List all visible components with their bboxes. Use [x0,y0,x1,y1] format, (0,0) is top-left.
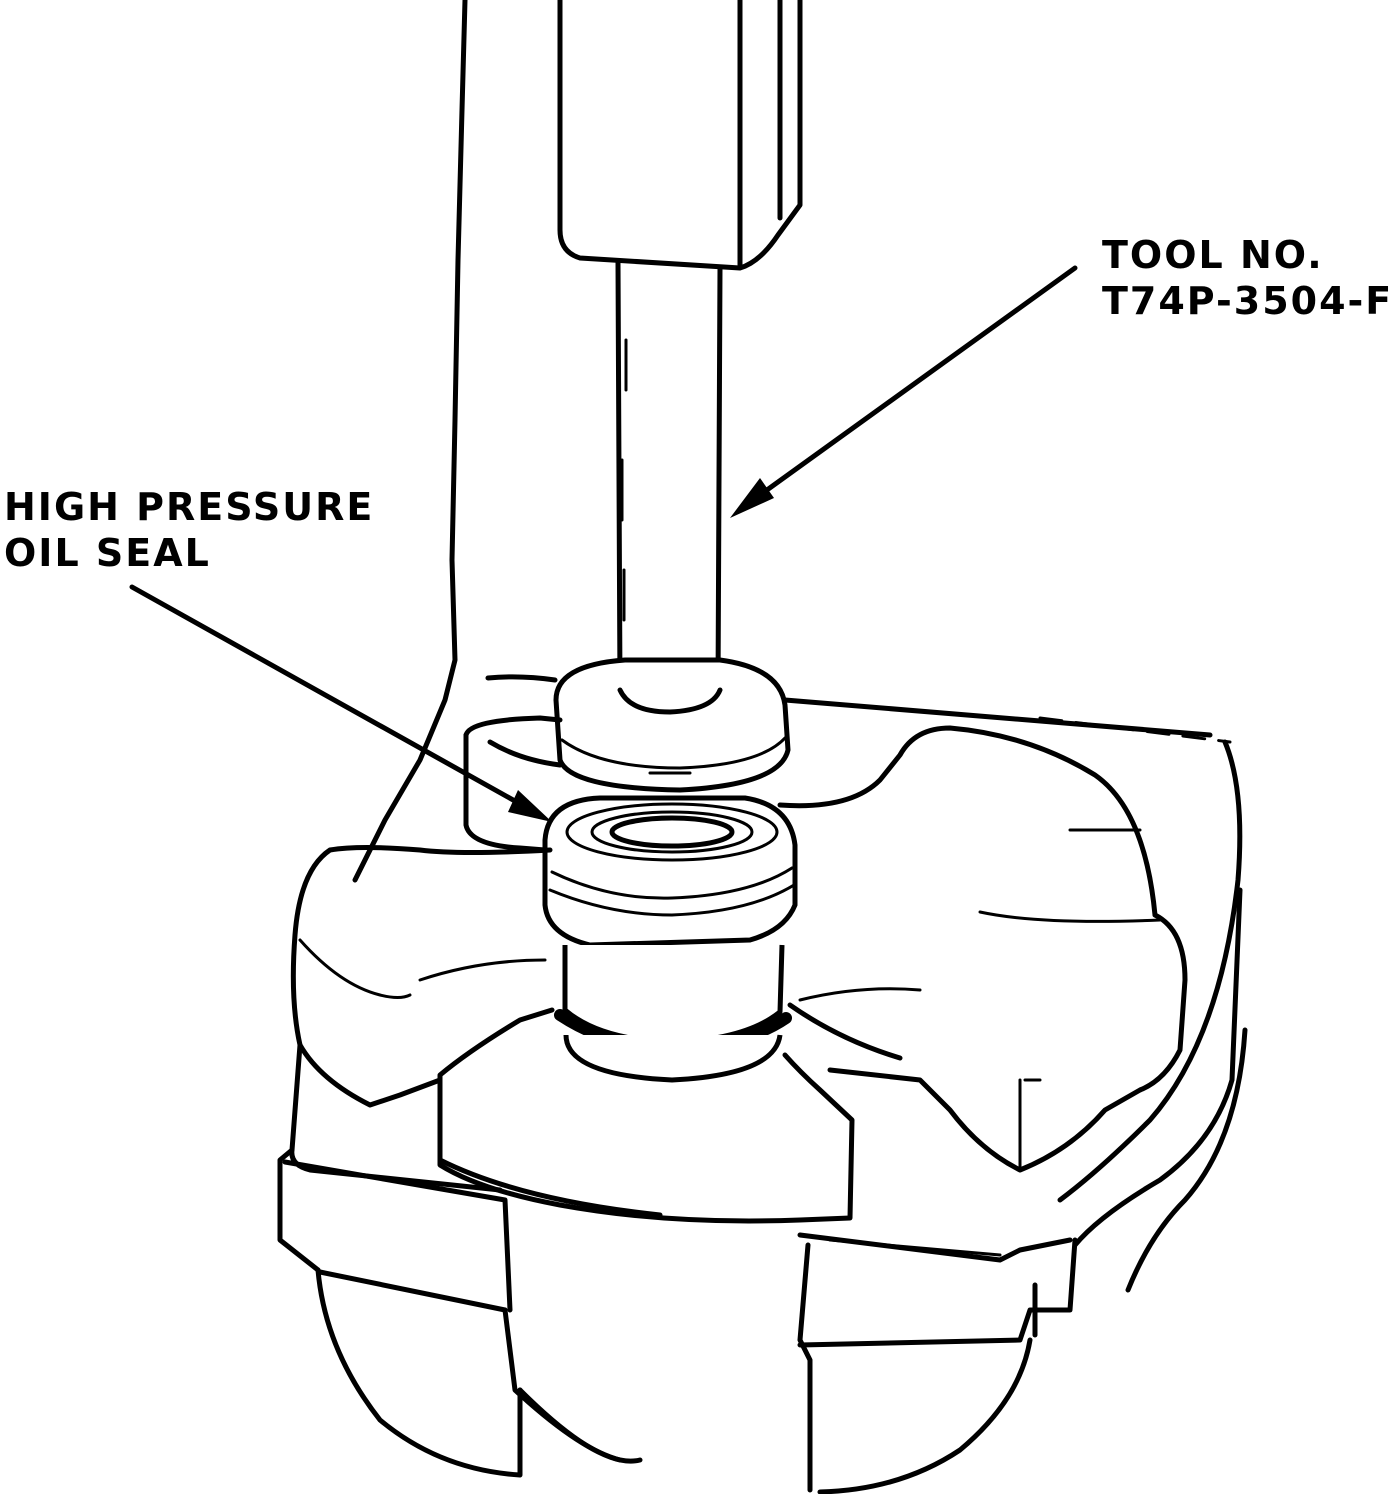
press-frame [352,0,558,883]
tool-callout-line1: TOOL NO. [1102,233,1324,277]
oil-seal-callout: HIGH PRESSURE OIL SEAL [4,484,374,576]
tool-leader-arrow [730,265,1078,518]
seal-callout-line1: HIGH PRESSURE [4,485,375,529]
tool-head [553,657,791,793]
oil-seal-assembly [542,795,798,1083]
seal-callout-line2: OIL SEAL [4,531,211,575]
press-ram [557,0,803,271]
tool-callout-line2: T74P-3504-F [1102,279,1393,323]
seating-tool [277,697,1248,1494]
tool-number-callout: TOOL NO. T74P-3504-F [1102,232,1393,324]
tool-shaft [615,259,723,693]
seal-leader-arrow [129,584,552,822]
